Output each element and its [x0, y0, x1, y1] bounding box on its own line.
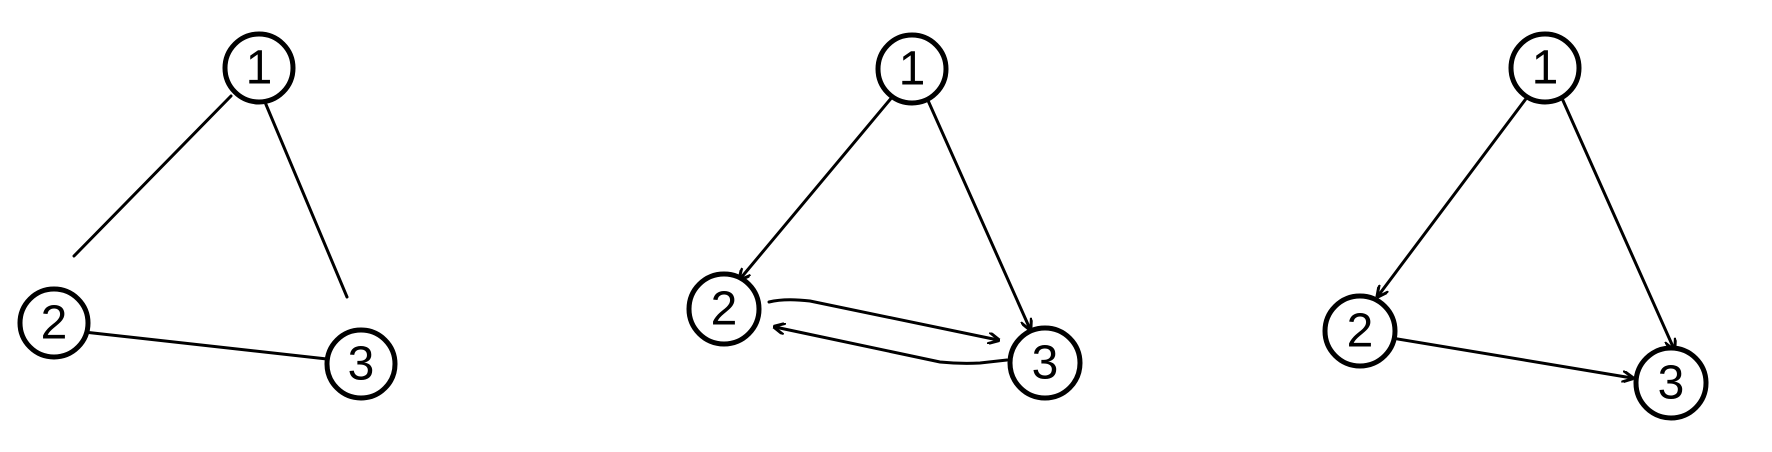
graph-directed: 1 2 3 — [686, 32, 1083, 401]
node-label: 2 — [1347, 305, 1374, 358]
edge-1-3 — [260, 93, 349, 299]
graph-3-edges — [1378, 94, 1674, 378]
node-circle — [875, 32, 949, 106]
node-circle — [1508, 31, 1582, 105]
edge-2-to-3-bidirectional — [1392, 338, 1632, 378]
graph-3-node-1: 1 — [1508, 31, 1582, 105]
node-circle — [324, 327, 398, 401]
edge-3-to-2 — [775, 327, 1009, 365]
node-circle — [1322, 293, 1398, 369]
node-label: 3 — [348, 338, 375, 391]
edge-1-to-2 — [1378, 94, 1530, 296]
graph-2-node-1: 1 — [875, 32, 949, 106]
node-circle — [1007, 325, 1083, 401]
node-circle — [1633, 345, 1709, 421]
graph-mixed: 1 2 3 — [1322, 31, 1709, 421]
edge-2-3 — [82, 330, 329, 361]
node-label: 2 — [711, 283, 738, 336]
graph-1-edges — [72, 93, 349, 361]
node-circle — [686, 271, 762, 347]
edge-1-to-3 — [924, 94, 1030, 329]
graph-2-node-2: 2 — [686, 271, 762, 347]
graph-3-node-2: 2 — [1322, 293, 1398, 369]
node-circle — [222, 31, 296, 105]
graph-undirected: 1 2 3 — [17, 31, 398, 401]
graph-2-node-3: 3 — [1007, 325, 1083, 401]
node-label: 1 — [1532, 42, 1559, 95]
node-label: 3 — [1032, 337, 1059, 390]
node-label: 1 — [246, 42, 273, 95]
graph-2-edges — [740, 94, 1030, 365]
edge-2-to-3 — [767, 298, 998, 340]
edge-1-to-3 — [1559, 94, 1674, 349]
node-label: 1 — [899, 43, 926, 96]
node-label: 2 — [41, 297, 68, 350]
edge-1-to-2 — [740, 94, 895, 279]
graph-1-node-2: 2 — [17, 286, 91, 360]
node-label: 3 — [1658, 357, 1685, 410]
node-circle — [17, 286, 91, 360]
graph-1-node-1: 1 — [222, 31, 296, 105]
graph-3-node-3: 3 — [1633, 345, 1709, 421]
edge-1-2 — [72, 94, 233, 258]
graph-1-node-3: 3 — [324, 327, 398, 401]
